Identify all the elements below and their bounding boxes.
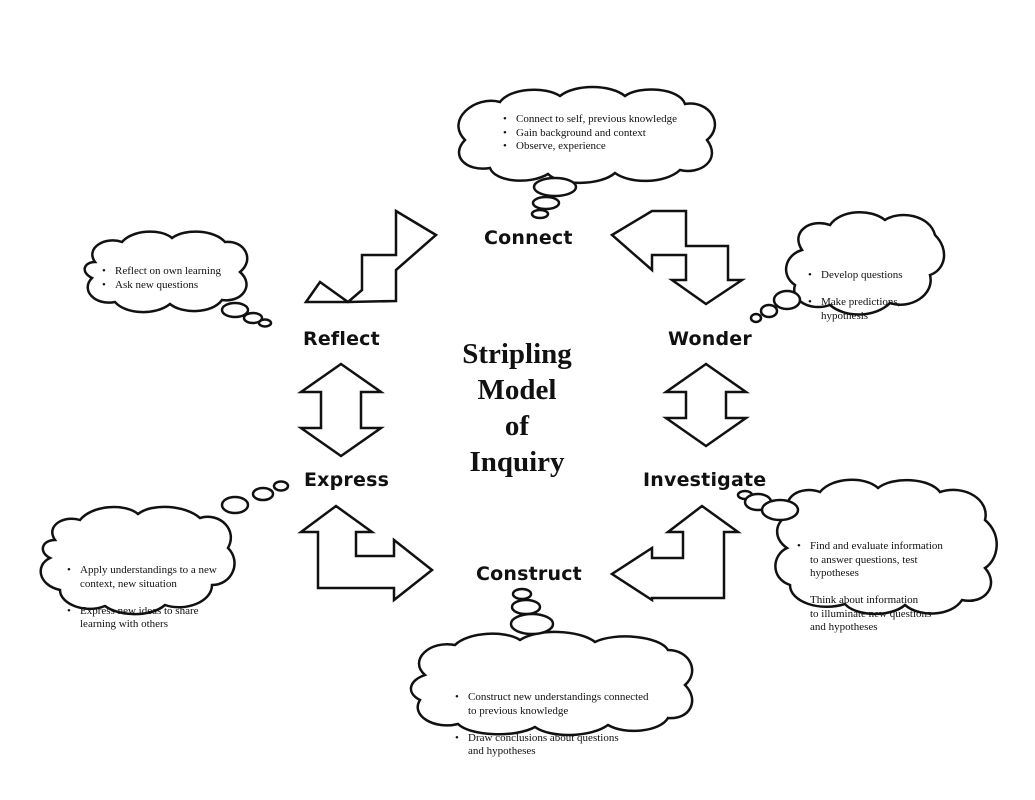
bubble-list: Construct new understandings connected t…	[452, 678, 682, 773]
bubble-list: Apply understandings to a new context, n…	[64, 551, 234, 646]
arrow-reflect-to-connect	[303, 208, 439, 304]
title-line: Inquiry	[469, 446, 565, 478]
arrow-reflect-express	[297, 362, 385, 458]
bubble-item: Reflect on own learning	[102, 265, 244, 279]
arrow-investigate-to-construct	[609, 504, 742, 603]
stage-label-investigate: Investigate	[643, 469, 767, 491]
bubble-text-construct: Construct new understandings connected t…	[452, 664, 682, 786]
bubble-list: Connect to self, previous knowledge Gain…	[500, 113, 700, 154]
diagram-title: Stripling Model of Inquiry	[432, 336, 602, 480]
bubble-list: Find and evaluate information to answer …	[794, 527, 984, 649]
bubble-text-reflect: Reflect on own learning Ask new question…	[99, 265, 244, 292]
bubble-item: Connect to self, previous knowledge	[503, 113, 700, 127]
arrow-wonder-investigate	[662, 362, 750, 448]
cloud-trail-wonder	[749, 289, 802, 324]
bubble-item: Make predictions, hypothesis	[808, 296, 935, 323]
stage-label-wonder: Wonder	[668, 328, 752, 350]
cloud-trail-express	[220, 480, 290, 515]
bubble-item: Ask new questions	[102, 279, 244, 293]
bubble-item: Think about information to illuminate ne…	[797, 594, 984, 635]
bubble-item: Draw conclusions about questions and hyp…	[455, 732, 682, 759]
bubble-item: Express new ideas to share learning with…	[67, 605, 234, 632]
bubble-item: Construct new understandings connected t…	[455, 691, 682, 718]
bubble-list: Reflect on own learning Ask new question…	[99, 265, 244, 292]
stage-label-construct: Construct	[476, 563, 582, 585]
bubble-item: Observe, experience	[503, 140, 700, 154]
title-line: Stripling	[462, 338, 572, 370]
bubble-item: Apply understandings to a new context, n…	[67, 564, 234, 591]
stage-label-reflect: Reflect	[303, 328, 380, 350]
title-line: Model	[477, 374, 557, 406]
bubble-item: Gain background and context	[503, 127, 700, 141]
bubble-item: Develop questions	[808, 269, 935, 283]
arrow-connect-to-wonder	[609, 209, 747, 306]
bubble-text-investigate: Find and evaluate information to answer …	[794, 513, 984, 662]
cloud-trail-investigate	[736, 489, 800, 522]
bubble-item: Find and evaluate information to answer …	[797, 540, 984, 581]
cloud-trail-reflect	[220, 301, 273, 328]
bubble-text-connect: Connect to self, previous knowledge Gain…	[500, 113, 700, 154]
bubble-list: Develop questions Make predictions, hypo…	[805, 256, 935, 337]
stage-label-connect: Connect	[484, 227, 573, 249]
bubble-text-wonder: Develop questions Make predictions, hypo…	[805, 242, 935, 350]
title-line: of	[504, 410, 530, 442]
bubble-text-express: Apply understandings to a new context, n…	[64, 537, 234, 659]
cloud-trail-construct	[509, 587, 555, 636]
arrow-express-to-construct	[297, 504, 435, 603]
stage-label-express: Express	[304, 469, 390, 491]
cloud-trail-connect	[530, 176, 578, 220]
